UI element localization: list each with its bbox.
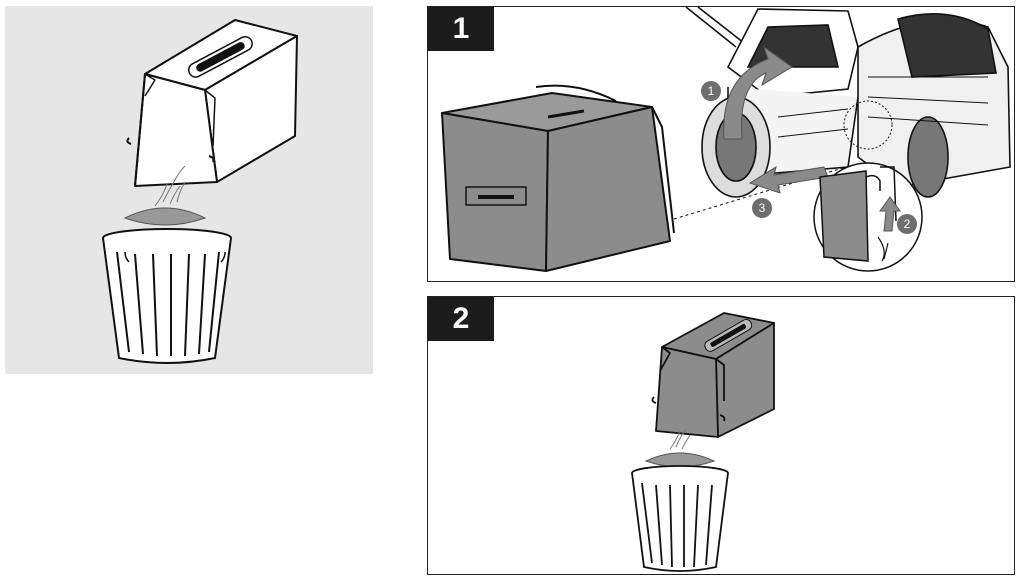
emptying-illustration-panel — [5, 6, 373, 374]
hook-detail-magnifier — [813, 162, 923, 272]
trash-can-icon — [102, 228, 232, 364]
grass-bag-gray — [441, 84, 675, 272]
lawn-mower — [685, 7, 1011, 198]
callout-1-icon: 1 — [701, 81, 721, 101]
empty-bag-drawing — [631, 312, 775, 572]
svg-text:1: 1 — [708, 84, 715, 98]
grass-clippings-icon — [123, 165, 207, 226]
trash-can-icon-2 — [631, 465, 729, 572]
callout-3-icon: 3 — [752, 198, 772, 218]
svg-text:3: 3 — [759, 201, 766, 215]
grass-bag-gray-tilted — [651, 312, 775, 438]
bag-over-bin-drawing — [102, 19, 298, 364]
svg-text:2: 2 — [904, 217, 911, 231]
grass-bag — [126, 19, 298, 187]
step-1-panel: 1 — [427, 6, 1015, 282]
callout-2-icon: 2 — [897, 214, 917, 234]
step-2-badge: 2 — [428, 297, 494, 341]
step-1-badge: 1 — [428, 7, 494, 51]
step-2-panel: 2 — [427, 296, 1015, 575]
bag-logo-icon-2 — [704, 319, 753, 352]
lift-flap-arrow-icon — [723, 45, 793, 140]
bag-logo-icon — [187, 35, 253, 78]
remove-bag-drawing: 1 2 3 — [441, 7, 1011, 272]
